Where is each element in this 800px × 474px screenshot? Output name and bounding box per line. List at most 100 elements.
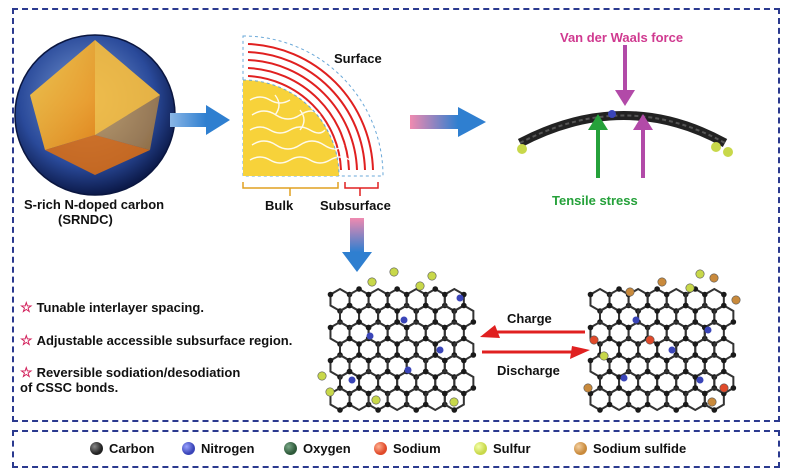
carbon-atom (471, 319, 477, 325)
carbon-atom (356, 286, 362, 292)
carbon-atom (385, 369, 391, 375)
feature-sodiation: ☆ Reversible sodiation/desodiation (20, 365, 240, 380)
feature-sodiation-line2: of CSSC bonds. (20, 380, 118, 395)
carbon-atom (654, 341, 660, 347)
sodium-ball-icon (374, 442, 387, 455)
tensile-label: Tensile stress (552, 193, 638, 208)
carbon-atom (645, 303, 651, 309)
carbon-atom (731, 385, 737, 391)
carbon-atom (347, 369, 353, 375)
charge-arrow (480, 325, 585, 338)
carbon-atom (616, 286, 622, 292)
sulfur-atom (318, 372, 326, 380)
tensile-arrow-green (588, 114, 608, 178)
carbon-atom (461, 358, 467, 364)
carbon-atom (645, 369, 651, 375)
sulfur-atom (368, 278, 376, 286)
carbon-atom (645, 402, 651, 408)
carbon-atom (664, 325, 670, 331)
carbon-atom (702, 292, 708, 298)
nitrogen-atom (405, 367, 412, 374)
carbon-atom (692, 341, 698, 347)
sodium-sulfide-atom (658, 278, 666, 286)
carbon-atom (442, 358, 448, 364)
carbon-atom (356, 352, 362, 358)
sodium-atom (646, 336, 654, 344)
nitrogen-atom (401, 317, 408, 324)
carbon-atom (654, 352, 660, 358)
carbon-atom (461, 336, 467, 342)
nitrogen-atom (437, 347, 444, 354)
carbon-atom (413, 407, 419, 413)
nitrogen-atom (669, 347, 676, 354)
carbon-atom (588, 292, 594, 298)
sodium-sulfide-atom (708, 398, 716, 406)
carbon-atom (683, 303, 689, 309)
carbon-atom (385, 303, 391, 309)
carbon-atom (654, 374, 660, 380)
sulfur-atom (416, 282, 424, 290)
arrow-down (342, 218, 372, 272)
nitrogen-atom (705, 327, 712, 334)
carbon-atom (394, 286, 400, 292)
carbon-atom (375, 407, 381, 413)
carbon-atom (442, 391, 448, 397)
carbon-atom (626, 325, 632, 331)
carbon-atom (347, 402, 353, 408)
carbon-atom (423, 303, 429, 309)
carbon-atom (664, 358, 670, 364)
carbon-atom (692, 385, 698, 391)
carbon-atom (654, 385, 660, 391)
carbon-atom (423, 402, 429, 408)
carbon-atom (626, 358, 632, 364)
carbon-atom (683, 369, 689, 375)
star-icon: ☆ (20, 365, 33, 379)
sodium-atom (720, 384, 728, 392)
carbon-atom (432, 374, 438, 380)
carbon-atom (702, 358, 708, 364)
feature-interlayer: ☆ Tunable interlayer spacing. (20, 300, 204, 315)
srndc-label-line1: S-rich N-doped carbon (24, 197, 164, 212)
legend-sodium-sulfide: Sodium sulfide (574, 441, 686, 456)
carbon-atom (394, 319, 400, 325)
carbon-atom (394, 385, 400, 391)
bulk-label: Bulk (265, 198, 293, 213)
hex-ring (426, 388, 445, 410)
carbon-atom (366, 358, 372, 364)
nitrogen-atom (367, 333, 374, 340)
carbon-atom (394, 308, 400, 314)
srndc-sphere (15, 35, 175, 195)
carbon-atom (423, 336, 429, 342)
arrow-right-1 (170, 105, 230, 135)
carbon-atom (356, 341, 362, 347)
carbon-atom (328, 325, 334, 331)
carbon-atom (731, 352, 737, 358)
carbon-atom (394, 341, 400, 347)
vdw-label: Van der Waals force (560, 30, 683, 45)
nitrogen-atom (633, 317, 640, 324)
graphene-lattice-right (584, 270, 740, 413)
carbon-atom (616, 319, 622, 325)
hex-ring (667, 388, 686, 410)
sodium-sulfide-ball-icon (574, 442, 587, 455)
carbon-atom (721, 369, 727, 375)
legend-carbon: Carbon (90, 441, 155, 456)
sulfur-atom (696, 270, 704, 278)
carbon-atom (432, 319, 438, 325)
nitrogen-ball-icon (182, 442, 195, 455)
carbon-atom (626, 391, 632, 397)
legend-label: Oxygen (303, 441, 351, 456)
carbon-atom (692, 319, 698, 325)
legend-nitrogen: Nitrogen (182, 441, 254, 456)
carbon-atom (616, 308, 622, 314)
feature-text: Reversible sodiation/desodiation (37, 365, 241, 380)
hex-ring (388, 388, 407, 410)
sulfur-ball-icon (474, 442, 487, 455)
carbon-atom (347, 336, 353, 342)
carbon-atom (461, 303, 467, 309)
carbon-atom (432, 286, 438, 292)
carbon-atom (385, 402, 391, 408)
carbon-atom (654, 286, 660, 292)
carbon-atom (461, 325, 467, 331)
feature-text: Tunable interlayer spacing. (37, 300, 204, 315)
